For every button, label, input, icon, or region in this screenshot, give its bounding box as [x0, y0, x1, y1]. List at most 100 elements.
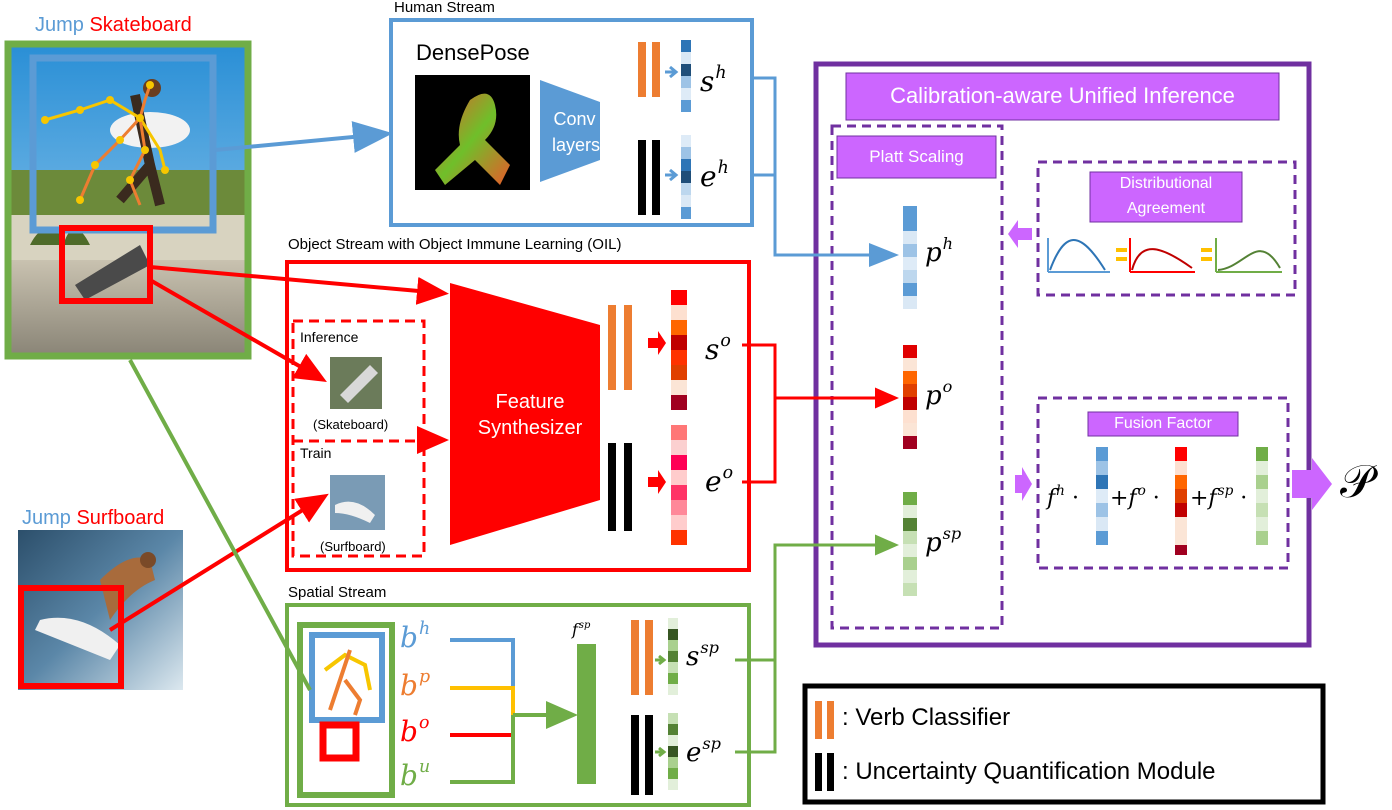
spatial-pose-lines [323, 649, 372, 716]
distribution-curve-blue [1047, 238, 1110, 273]
human-s-label: sh [700, 62, 727, 98]
distribution-arrow [1008, 220, 1032, 248]
spatial-merge-lines [450, 638, 515, 784]
human-e-vector [681, 135, 691, 219]
spatial-uq-module-2 [645, 715, 653, 795]
bo-label: bo [400, 712, 430, 748]
unified-inference-title: Calibration-aware Unified Inference [890, 83, 1235, 108]
f-sp-label: fsp [572, 619, 591, 639]
inference-object-label: (Skateboard) [313, 417, 389, 432]
synthesizer-label-1: Feature [495, 391, 565, 413]
conv-label-1: Conv [553, 109, 596, 129]
object-uq-module-2 [624, 443, 632, 531]
surfboard-box [18, 585, 124, 689]
photo-to-human-arrow [214, 121, 393, 153]
skateboard-shape [75, 245, 150, 300]
bp-label: bp [400, 666, 431, 702]
conv-label-2: layers [552, 135, 601, 155]
photo-to-synth-arrow [149, 265, 449, 305]
fusion-o-vector [1175, 447, 1187, 555]
fusion-fh-term: fh · [1047, 482, 1079, 511]
fusion-h-vector [1096, 447, 1108, 545]
spatial-s-vector [668, 618, 678, 695]
legend-uq-icon-2 [827, 753, 834, 791]
distribution-box [1036, 160, 1297, 297]
object-to-po-connector [742, 343, 899, 409]
fusion-sp-vector [1256, 447, 1268, 545]
human-stream-title: Human Stream [394, 0, 495, 16]
psp-label: psp [925, 523, 962, 558]
synthesizer-label-2: Synthesizer [477, 417, 583, 439]
object-s-vector [671, 290, 687, 410]
ph-vector [903, 206, 917, 309]
ph-label: ph [925, 233, 954, 268]
object-s-label: so [705, 330, 731, 366]
train-object-label: (Surfboard) [320, 539, 386, 554]
platt-scaling-title: Platt Scaling [869, 147, 964, 166]
spatial-f-bar [577, 644, 596, 784]
human-to-ph-connector [752, 76, 899, 267]
spatial-e-connector [735, 660, 777, 754]
fusion-title: Fusion Factor [1114, 415, 1212, 432]
densepose-figure [435, 93, 510, 185]
fusion-fo-term: +fo · [1110, 482, 1160, 511]
train-board [335, 501, 375, 523]
unified-inference-box [813, 61, 1312, 648]
object-stream-box [285, 260, 751, 572]
human-s-vector [681, 40, 691, 112]
object-verb-classifier-2 [624, 305, 632, 390]
fusion-fsp-term: +fsp · [1190, 482, 1248, 511]
conv-layers-trapezoid [540, 80, 600, 182]
human-e-label: eh [700, 157, 729, 193]
bu-label: bu [400, 756, 431, 792]
spatial-s-arrow [655, 654, 667, 666]
densepose-label: DensePose [416, 40, 530, 65]
spatial-verb-classifier-2 [645, 620, 653, 695]
platt-scaling-title-box [836, 135, 997, 179]
main-caption: Jump Skateboard [35, 14, 192, 36]
bh-label: bh [400, 618, 431, 654]
human-verb-classifier [638, 42, 646, 97]
spatial-to-psp-connector [735, 534, 899, 662]
output-arrow [1292, 458, 1332, 510]
object-verb-classifier [608, 305, 616, 390]
human-s-arrow [665, 65, 679, 79]
legend-box [802, 683, 1326, 805]
fusion-title-box [1087, 411, 1239, 437]
fusion-box [1036, 396, 1290, 570]
human-e-arrow [665, 168, 679, 182]
psp-vector [903, 492, 917, 596]
output-symbol: 𝒫 [1340, 454, 1374, 508]
distribution-curve-green [1215, 238, 1282, 273]
fusion-input-arrow [1015, 467, 1032, 501]
spatial-e-vector [668, 713, 678, 790]
photo-to-spatial-line [128, 359, 312, 691]
skeleton-overlay [41, 81, 169, 206]
spatial-union-box [297, 622, 395, 798]
equal-signs [1116, 248, 1212, 261]
legend-uq-label: : Uncertainty Quantification Module [842, 758, 1216, 785]
spatial-human-box [309, 632, 385, 723]
distribution-title-1: Distributional [1119, 175, 1213, 192]
inference-label: Inference [300, 329, 359, 345]
po-label: po [925, 376, 953, 411]
object-stream-title: Object Stream with Object Immune Learnin… [288, 236, 622, 253]
spatial-verb-classifier [631, 620, 639, 695]
spatial-e-label: esp [686, 733, 721, 768]
feature-synthesizer [450, 283, 600, 545]
platt-scaling-box [830, 124, 1004, 630]
object-box [59, 225, 153, 304]
spatial-uq-module [631, 715, 639, 795]
train-label: Train [300, 445, 332, 461]
object-e-arrow [648, 470, 666, 494]
spatial-stream-box [285, 603, 751, 807]
object-e-label: eo [705, 462, 734, 498]
photo-to-inference-arrow [149, 278, 327, 382]
spatial-frame-box [4, 40, 252, 360]
train-thumbnail [330, 475, 385, 530]
spatial-s-label: ssp [686, 637, 719, 672]
po-vector [903, 345, 917, 449]
human-uq-module-2 [652, 140, 660, 215]
